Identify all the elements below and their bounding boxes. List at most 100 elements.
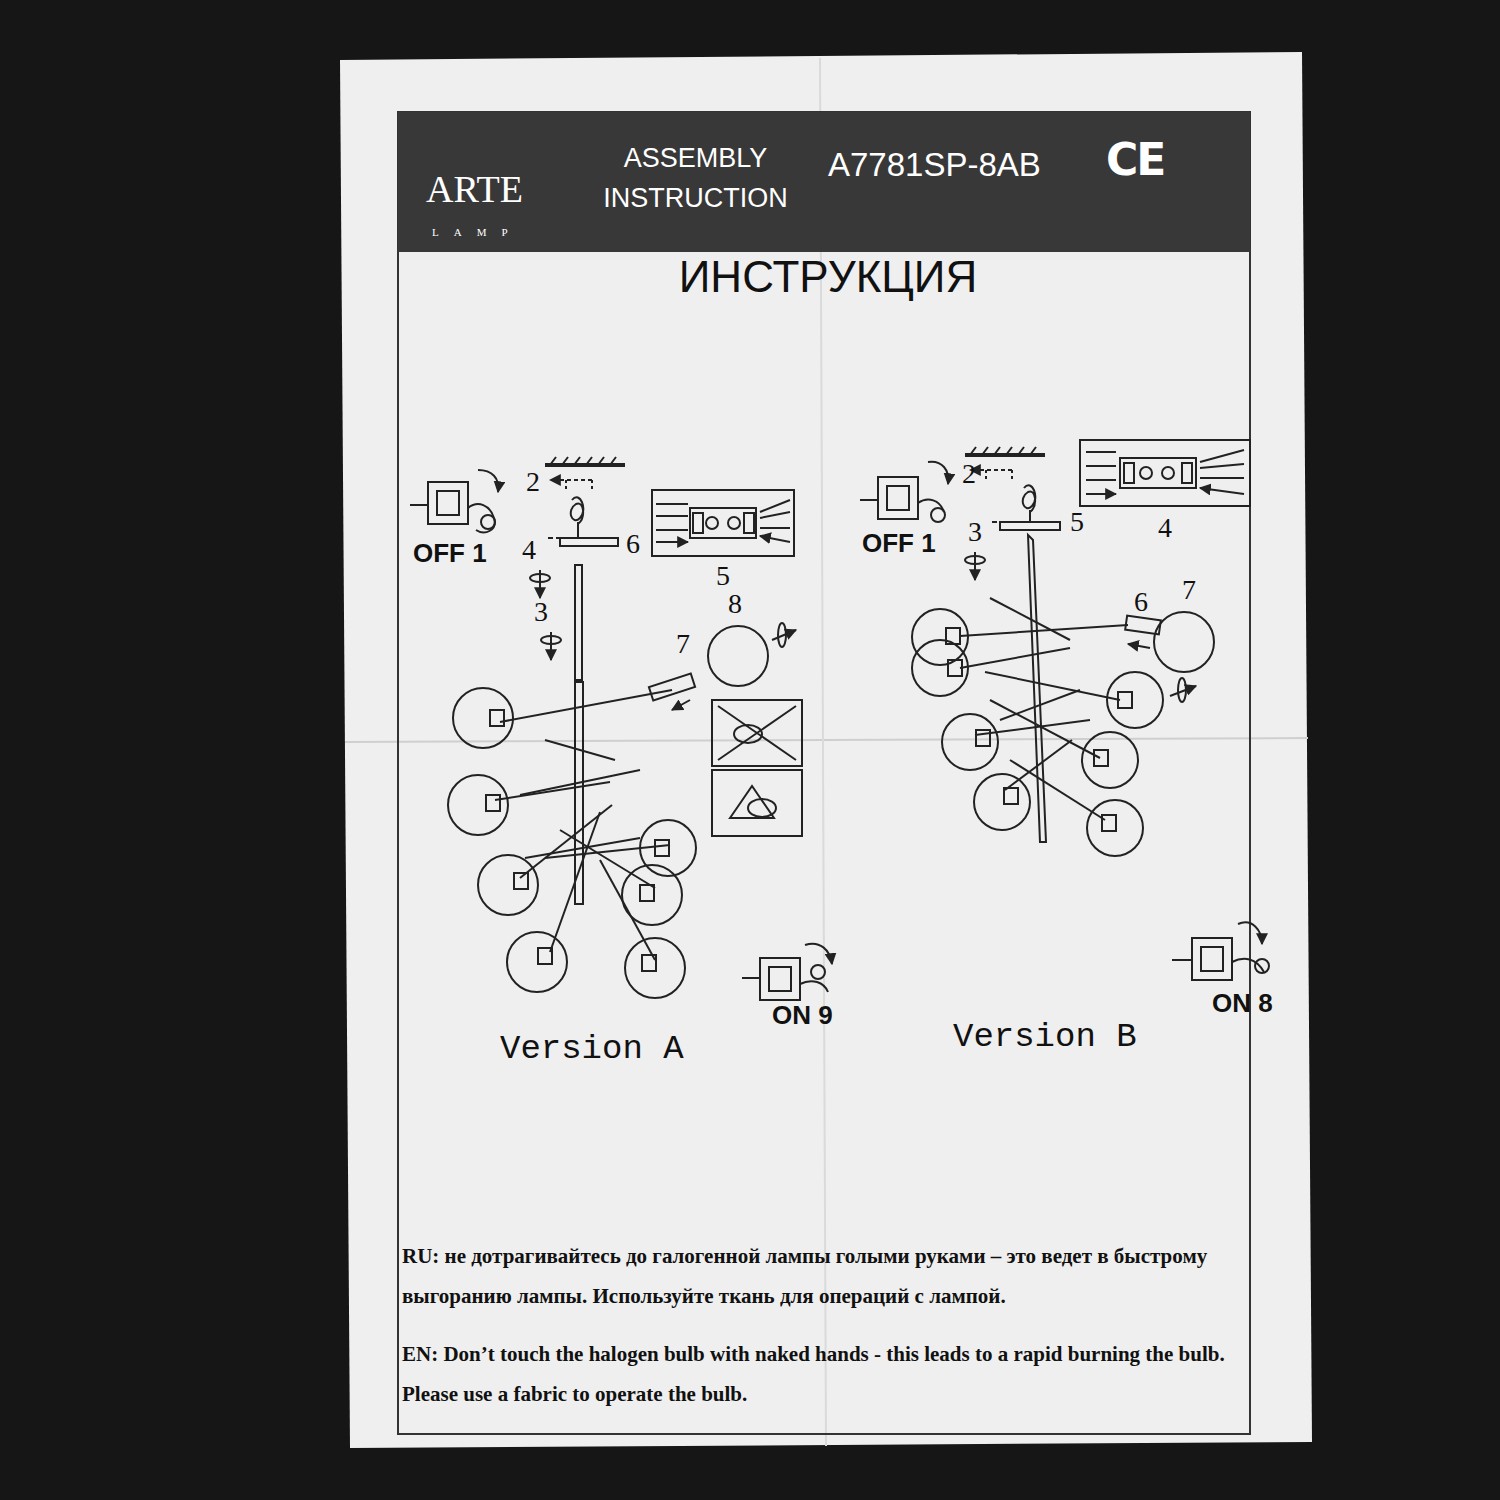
version-b-drawing-part — [1172, 959, 1192, 961]
version-a-drawing-part — [495, 782, 610, 800]
version-b-drawing-part — [1029, 510, 1031, 522]
version-b-drawing-part — [860, 499, 878, 501]
version-a-drawing-part — [545, 463, 625, 467]
version-b-drawing-part — [1087, 800, 1143, 856]
model-number: A7781SP-8AB — [828, 146, 1041, 184]
version-b-drawing-part — [1162, 467, 1174, 479]
version-b-drawing-part — [1107, 672, 1163, 728]
version-a-drawing-part — [550, 457, 616, 465]
version-label: Version B — [953, 1018, 1137, 1056]
version-b-drawing-part — [928, 462, 948, 484]
callout-number: 6 — [1134, 586, 1148, 618]
version-a-drawing-part — [550, 632, 552, 660]
callout-number: 8 — [728, 588, 742, 620]
version-a-drawing-part — [642, 955, 656, 971]
version-a-drawing-part — [800, 981, 828, 992]
version-a-drawing-part — [410, 504, 428, 506]
callout-number: 3 — [534, 596, 548, 628]
version-a-drawing-part — [769, 967, 791, 991]
version-a-drawing-part — [566, 480, 592, 492]
version-b-drawing-part — [1232, 959, 1264, 972]
version-b-drawing-part — [1255, 959, 1269, 973]
version-b-drawing-part — [986, 470, 1012, 482]
version-a-drawing-part — [742, 977, 760, 979]
version-a-drawing-part — [748, 799, 776, 817]
version-b-drawing-part — [1010, 760, 1105, 820]
callout-number: 4 — [1158, 512, 1172, 544]
version-b-drawing-part — [974, 552, 976, 580]
version-a-drawing-part — [693, 513, 703, 533]
version-b-drawing-part — [1192, 938, 1232, 980]
fold-line — [345, 738, 1308, 742]
callout-number: 7 — [676, 628, 690, 660]
version-a-drawing-part — [478, 855, 538, 915]
version-a-drawing-part — [805, 944, 832, 964]
version-b-drawing-part — [970, 447, 1036, 455]
version-a-drawing-part — [538, 948, 552, 964]
version-a-drawing-part — [550, 812, 600, 952]
version-b-drawing-part — [965, 453, 1045, 457]
version-b-drawing-part — [1005, 740, 1072, 790]
switch-step: ON 8 — [1212, 988, 1273, 1019]
switch-step: ON 9 — [772, 1000, 833, 1031]
version-a-drawing-part — [514, 873, 528, 889]
version-b-drawing-part — [1120, 458, 1196, 488]
version-a-drawing-part — [545, 740, 615, 760]
version-a-drawing-part — [760, 958, 800, 1000]
version-a-drawing-part — [655, 840, 669, 856]
version-b-drawing-part — [878, 477, 918, 519]
version-b-drawing-part — [1080, 440, 1250, 506]
version-a-drawing-part — [718, 706, 796, 760]
version-b-drawing-part — [960, 648, 1070, 668]
version-b-drawing-part — [942, 714, 998, 770]
version-a-drawing-part — [520, 770, 640, 795]
callout-number: 2 — [962, 458, 976, 490]
brand-subtitle: LAMP — [432, 226, 523, 238]
version-a-drawing-part — [453, 688, 513, 748]
version-a-drawing-part — [478, 470, 498, 492]
version-b-drawing-part — [1023, 485, 1036, 512]
version-a-drawing-part — [640, 885, 654, 901]
version-b-drawing-part — [1182, 463, 1192, 483]
version-b-drawing-part — [1140, 467, 1152, 479]
version-b-drawing-part — [1102, 815, 1116, 831]
version-a-drawing-part — [507, 932, 567, 992]
version-a-drawing-part — [575, 565, 582, 680]
version-b-drawing-part — [1094, 750, 1108, 766]
version-b-drawing-part — [970, 469, 1012, 471]
header-band: ARTELAMPASSEMBLY INSTRUCTIONA7781SP-8ABC… — [398, 112, 1250, 252]
version-label: Version A — [500, 1030, 684, 1068]
paper-sheet — [340, 52, 1312, 1448]
version-b-drawing-part — [948, 660, 962, 676]
version-a-drawing-part — [550, 479, 592, 481]
callout-number: 4 — [522, 534, 536, 566]
version-b-drawing-part — [1004, 788, 1018, 804]
version-a-drawing-part — [571, 497, 584, 524]
version-a-drawing-part — [708, 626, 768, 686]
version-b-drawing-part — [1170, 686, 1196, 696]
version-a-drawing — [410, 457, 832, 1000]
version-a-drawing-part — [760, 500, 790, 542]
version-b-drawing-part — [887, 486, 909, 510]
version-a-drawing-part — [437, 491, 459, 515]
version-a-drawing-part — [656, 504, 688, 542]
version-a-drawing-part — [448, 775, 508, 835]
version-a-drawing-part — [625, 938, 685, 998]
version-b-drawing-part — [1238, 922, 1262, 944]
version-a-drawing-part — [486, 795, 500, 811]
version-b-drawing-part — [912, 609, 968, 665]
version-b-drawing-part — [985, 672, 1120, 700]
callout-number: 5 — [1070, 506, 1084, 538]
version-b-drawing-part — [990, 598, 1070, 640]
version-b-drawing-part — [1086, 452, 1116, 494]
version-a-drawing-part — [490, 710, 504, 726]
version-a-drawing-part — [772, 630, 796, 640]
version-b-drawing-part — [976, 730, 990, 746]
version-a-drawing-part — [640, 820, 696, 876]
callout-number: 6 — [626, 528, 640, 560]
callout-number: 5 — [716, 560, 730, 592]
version-a-drawing-part — [539, 570, 541, 598]
version-a-drawing-part — [649, 674, 695, 701]
version-a-drawing-part — [811, 965, 825, 979]
